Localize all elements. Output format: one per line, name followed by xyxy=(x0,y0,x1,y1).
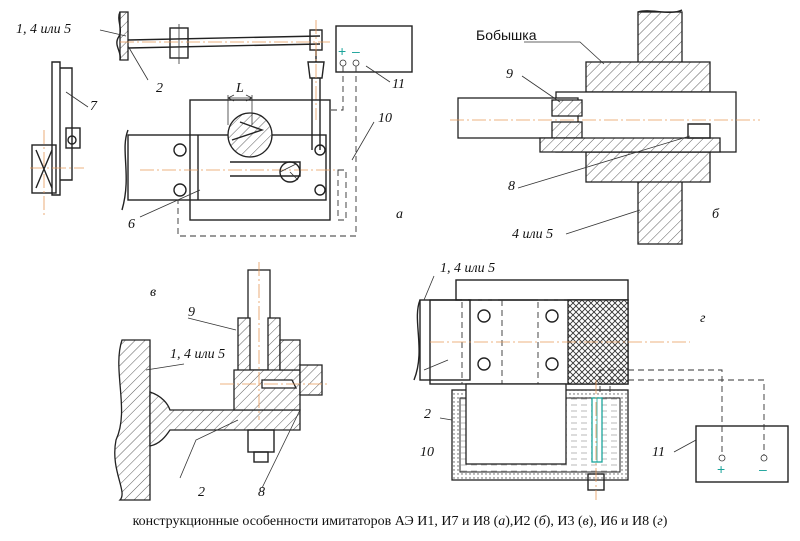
g-label-10: 10 xyxy=(420,445,434,460)
a-instrument11 xyxy=(335,25,413,73)
b-label-8: 8 xyxy=(508,179,515,194)
b-label-boss: Бобышка xyxy=(476,27,537,43)
a-label-10: 10 xyxy=(378,111,392,126)
b-label-part: 4 или 5 xyxy=(512,227,553,242)
a-wall xyxy=(119,11,129,61)
caption-a: а xyxy=(498,514,506,529)
a-disk xyxy=(227,112,273,158)
b-label-9: 9 xyxy=(506,67,513,82)
g-instrument11 xyxy=(695,425,789,483)
a-minus: – xyxy=(352,43,360,59)
panel-a: 1, 4 или 5 2 7 L 10 11 6 а + – xyxy=(16,11,413,237)
v-arm xyxy=(149,391,301,447)
a-label-L: L xyxy=(235,81,244,96)
g-wall xyxy=(419,299,471,381)
g-minus: – xyxy=(759,461,767,477)
caption-b: б xyxy=(538,514,546,529)
a-letter: а xyxy=(396,207,403,222)
b-letter: б xyxy=(712,207,720,222)
v-letter: в xyxy=(150,285,156,300)
caption-sep2: ), И3 ( xyxy=(545,514,583,529)
a-block6 xyxy=(127,134,327,201)
g-label-2: 2 xyxy=(424,407,431,422)
v-wall xyxy=(114,339,151,501)
a-label-7: 7 xyxy=(90,99,98,114)
v-label-part: 1, 4 или 5 xyxy=(170,347,225,362)
panel-g: 1, 4 или 5 г 2 10 11 + – xyxy=(413,261,789,500)
g-plus: + xyxy=(717,461,725,477)
v-label-8: 8 xyxy=(258,485,265,500)
g-label-11: 11 xyxy=(652,445,665,460)
caption-end: ) xyxy=(662,514,668,529)
v-label-2: 2 xyxy=(198,485,205,500)
a-label-part: 1, 4 или 5 xyxy=(16,22,71,37)
g-wiring xyxy=(599,369,765,455)
a-arm xyxy=(127,35,321,49)
a-label-11: 11 xyxy=(392,77,405,92)
a-label-6: 6 xyxy=(128,217,135,232)
a-label-2: 2 xyxy=(156,81,163,96)
b-boss xyxy=(585,61,711,93)
caption-v: в xyxy=(582,514,589,529)
a-plus: + xyxy=(338,43,346,59)
caption-main: конструкционные особенности имитаторов А… xyxy=(132,514,499,529)
caption-g: г xyxy=(657,514,663,529)
figure-caption: конструкционные особенности имитаторов А… xyxy=(0,514,800,530)
panel-v: в 9 1, 4 или 5 2 8 xyxy=(114,262,330,501)
caption-sep3: ), И6 и И8 ( xyxy=(588,514,658,529)
caption-sep1: ),И2 ( xyxy=(505,514,539,529)
a-wiring xyxy=(177,66,357,237)
g-label-part: 1, 4 или 5 xyxy=(440,261,495,276)
panel-b: Бобышка 9 8 4 или 5 б xyxy=(450,9,760,245)
g-letter: г xyxy=(700,311,706,326)
v-label-9: 9 xyxy=(188,305,195,320)
